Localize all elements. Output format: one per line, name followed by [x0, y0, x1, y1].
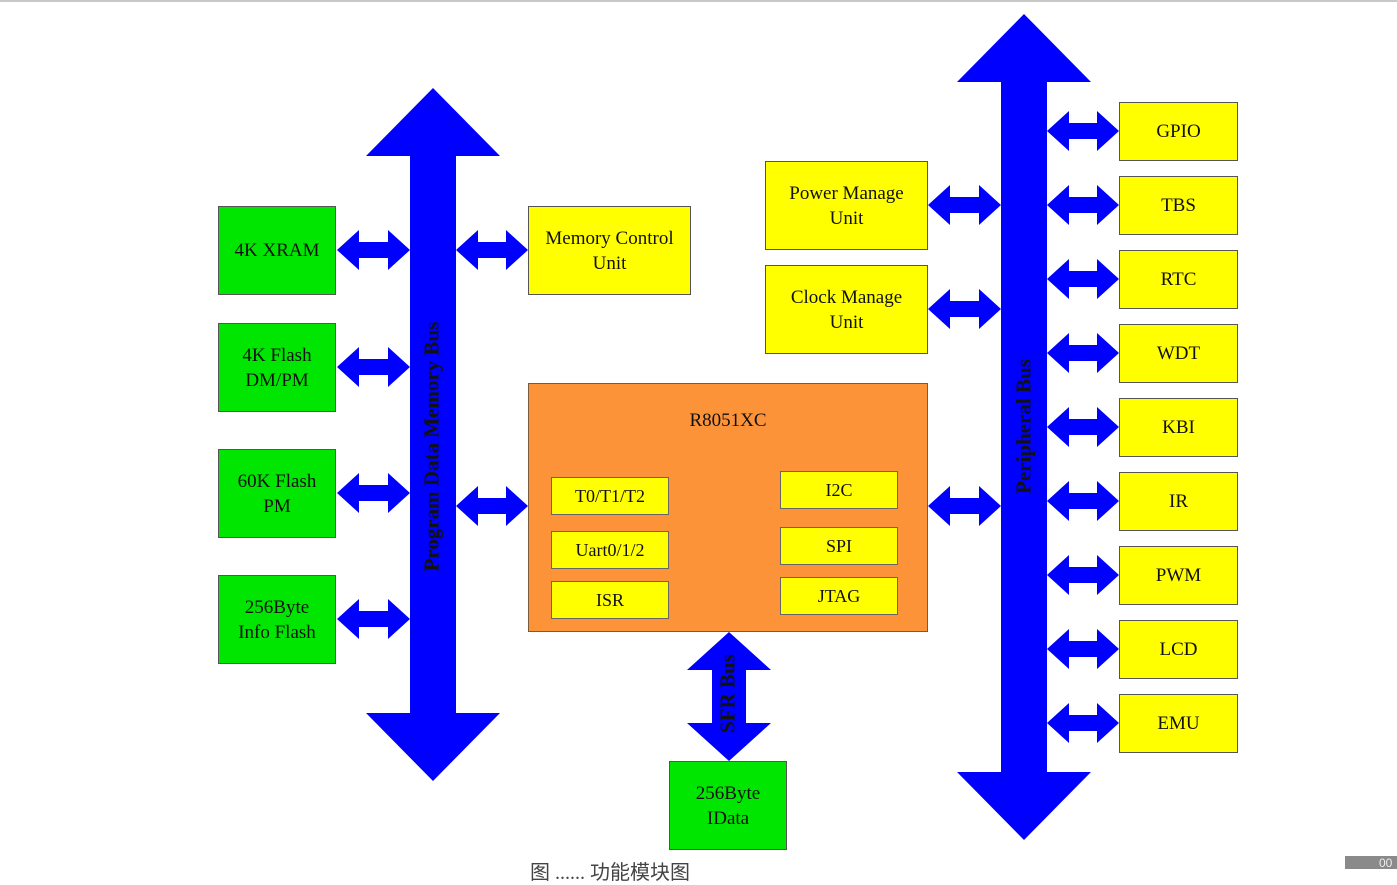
peripheral-gpio: GPIO — [1119, 102, 1238, 161]
page-number-badge: 00 — [1345, 856, 1397, 869]
idata-block: 256Byte IData — [669, 761, 787, 850]
core-unit-timers: T0/T1/T2 — [551, 477, 669, 515]
core-unit-jtag: JTAG — [780, 577, 898, 615]
memory-control-unit: Memory Control Unit — [528, 206, 691, 295]
core-program-bus-connector-arrow — [456, 486, 528, 526]
program-data-bus-label: Program Data Memory Bus — [419, 321, 444, 572]
peripheral-bus-arrow — [957, 14, 1091, 840]
peripheral-bus-label: Peripheral Bus — [1011, 359, 1036, 494]
arrows-layer — [337, 14, 1119, 840]
core-peripheral-bus-connector-arrow — [928, 486, 1001, 526]
core-unit-spi: SPI — [780, 527, 898, 565]
xram-connector-arrow — [337, 230, 410, 270]
figure-caption: 图 ...... 功能模块图 — [530, 862, 690, 884]
peripheral-connector-arrow-1 — [1047, 185, 1119, 225]
sfr-bus-label: SFR Bus — [715, 654, 740, 733]
peripheral-connector-arrow-6 — [1047, 555, 1119, 595]
program-data-memory-bus-arrow — [366, 88, 500, 781]
memory-control-connector-arrow — [456, 230, 528, 270]
peripheral-pwm: PWM — [1119, 546, 1238, 605]
peripheral-connector-arrow-3 — [1047, 333, 1119, 373]
info-flash-connector-arrow — [337, 599, 410, 639]
core-unit-uart: Uart0/1/2 — [551, 531, 669, 569]
core-r8051xc: R8051XC T0/T1/T2 Uart0/1/2 ISR I2C SPI J… — [528, 383, 928, 632]
power-manage-connector-arrow — [928, 185, 1001, 225]
peripheral-wdt: WDT — [1119, 324, 1238, 383]
peripheral-connector-arrow-7 — [1047, 629, 1119, 669]
peripheral-lcd: LCD — [1119, 620, 1238, 679]
peripheral-emu: EMU — [1119, 694, 1238, 753]
peripheral-connector-arrow-4 — [1047, 407, 1119, 447]
core-unit-i2c: I2C — [780, 471, 898, 509]
peripheral-ir: IR — [1119, 472, 1238, 531]
page-top-border — [0, 0, 1397, 2]
sfr-bus-arrow — [687, 632, 771, 761]
peripheral-connector-arrow-8 — [1047, 703, 1119, 743]
peripheral-rtc: RTC — [1119, 250, 1238, 309]
clock-manage-unit: Clock Manage Unit — [765, 265, 928, 354]
peripheral-kbi: KBI — [1119, 398, 1238, 457]
memory-block-xram: 4K XRAM — [218, 206, 336, 295]
peripheral-tbs: TBS — [1119, 176, 1238, 235]
core-title: R8051XC — [689, 410, 767, 431]
core-unit-isr: ISR — [551, 581, 669, 619]
memory-block-flash-dm-pm: 4K Flash DM/PM — [218, 323, 336, 412]
flash-pm-connector-arrow — [337, 473, 410, 513]
memory-block-flash-pm: 60K Flash PM — [218, 449, 336, 538]
peripheral-connector-arrow-2 — [1047, 259, 1119, 299]
clock-manage-connector-arrow — [928, 289, 1001, 329]
power-manage-unit: Power Manage Unit — [765, 161, 928, 250]
flash-dm-pm-connector-arrow — [337, 347, 410, 387]
peripheral-connector-arrow-5 — [1047, 481, 1119, 521]
peripheral-connector-arrow-0 — [1047, 111, 1119, 151]
memory-block-info-flash: 256Byte Info Flash — [218, 575, 336, 664]
